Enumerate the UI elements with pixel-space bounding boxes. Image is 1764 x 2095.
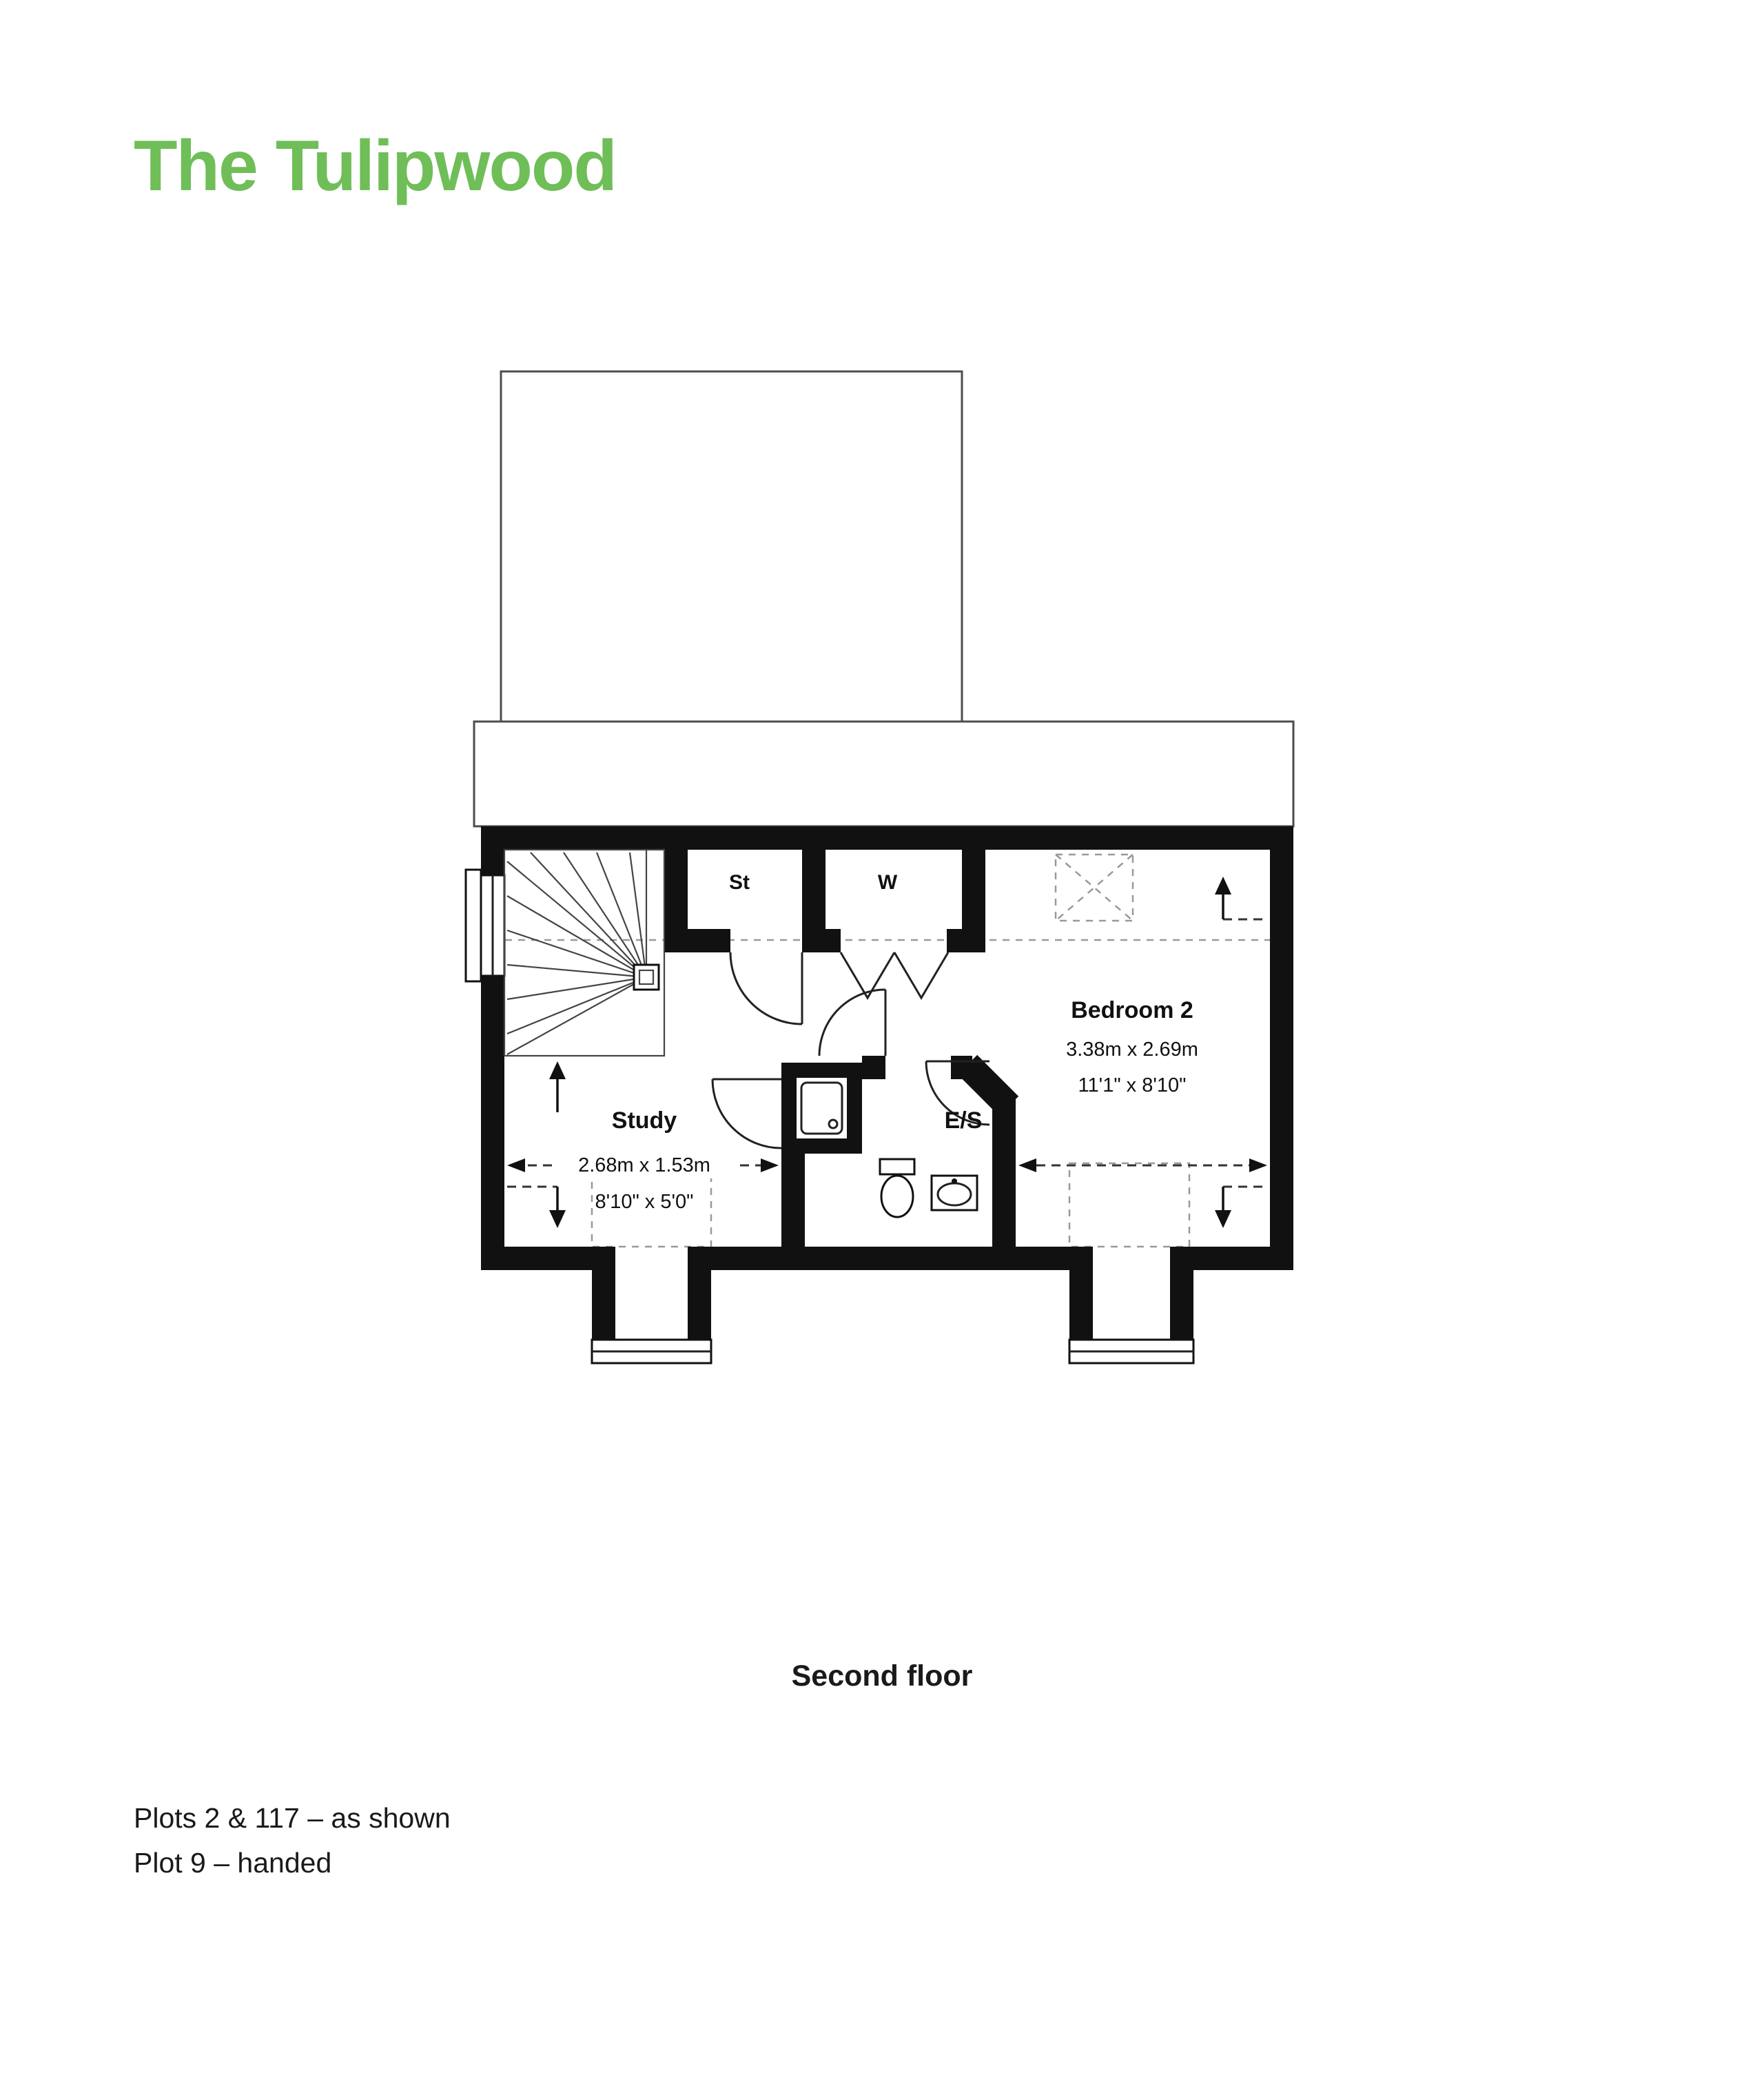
slope-arrow-bottom-right: [1215, 1185, 1266, 1228]
roof-outline: [473, 370, 1295, 828]
bay-window-right: [1068, 1338, 1195, 1365]
window-left: [464, 868, 506, 983]
plot-notes: Plots 2 & 117 – as shown Plot 9 – handed: [134, 1796, 451, 1886]
door-bedroom: [925, 1060, 990, 1126]
slope-arrow-bottom-left: [507, 1185, 566, 1228]
toilet-icon: [879, 1158, 916, 1218]
door-st: [729, 952, 803, 1025]
staircase-icon: [503, 848, 666, 1057]
dormer-outlines: [591, 1162, 1191, 1248]
study-size-imperial: 8'10" x 5'0": [595, 1191, 694, 1213]
bedroom2-size-metric: 3.38m x 2.69m: [1066, 1039, 1198, 1061]
skylight-icon: [1054, 853, 1134, 922]
door-ensuite: [818, 988, 887, 1056]
bay-window-left: [591, 1338, 712, 1365]
door-wardrobe: [839, 952, 950, 1000]
study-label: Study: [612, 1107, 677, 1134]
bedroom2-label: Bedroom 2: [1071, 997, 1193, 1023]
stairs-up-arrow: [549, 1061, 566, 1112]
bedroom-dimension-line: [1018, 1158, 1267, 1172]
floor-caption: Second floor: [791, 1659, 973, 1693]
st-label: St: [729, 871, 750, 894]
wardrobe-label: W: [878, 871, 898, 894]
study-dim-text-bg: [555, 1151, 734, 1178]
page-title: The Tulipwood: [134, 126, 617, 206]
ensuite-label: E/S: [945, 1107, 983, 1134]
plot-note-line: Plots 2 & 117 – as shown: [134, 1802, 451, 1834]
plot-note-line: Plot 9 – handed: [134, 1846, 332, 1879]
door-study: [711, 1078, 782, 1149]
walls: [481, 826, 1293, 1344]
bedroom2-size-imperial: 11'1" x 8'10": [1078, 1074, 1187, 1096]
slope-arrow-top-right: [1215, 877, 1266, 921]
basin-icon: [930, 1174, 978, 1212]
study-size-metric: 2.68m x 1.53m: [578, 1154, 710, 1176]
shower-icon: [781, 1063, 862, 1154]
